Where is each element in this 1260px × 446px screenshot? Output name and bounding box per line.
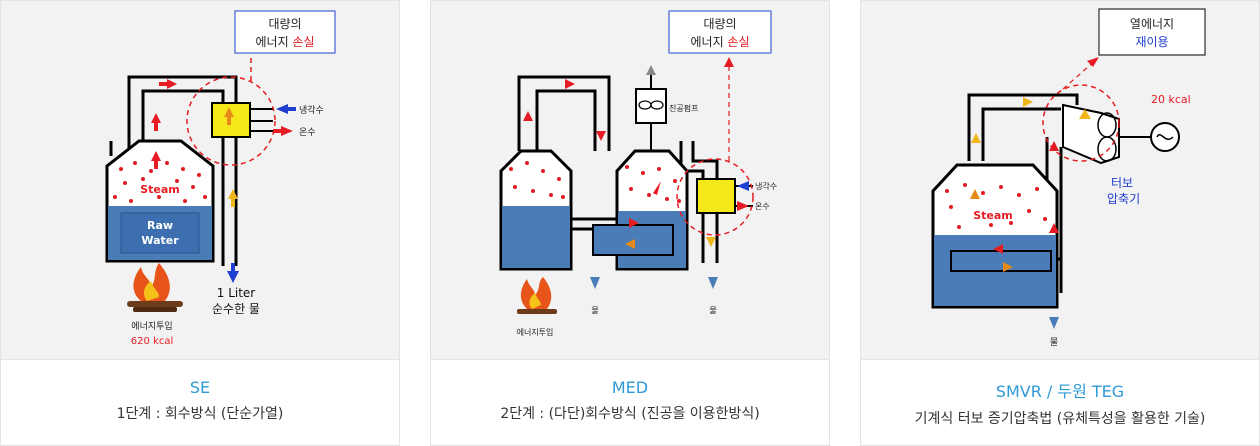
smvr-desc: 기계식 터보 증기압축법 (유체특성을 활용한 기술) bbox=[914, 411, 1206, 427]
callout-line2: 에너지 손실 bbox=[255, 35, 314, 49]
turbine-icon bbox=[1062, 103, 1153, 165]
callout-line1: 열에너지 bbox=[1130, 17, 1174, 31]
energy-input-label: 에너지투입 bbox=[131, 320, 172, 332]
arrow-icon bbox=[523, 57, 749, 289]
energy-kcal: 620 kcal bbox=[131, 336, 173, 347]
compressor-label: 압축기 bbox=[1107, 192, 1140, 206]
reuse-circle bbox=[1042, 84, 1120, 162]
heat-exchanger bbox=[950, 250, 1052, 272]
water-label: Water bbox=[141, 234, 179, 247]
warm-label: 온수 bbox=[299, 127, 316, 138]
water-label: 물 bbox=[1050, 337, 1058, 348]
panel-smvr: 열에너지 재이용 20 kcal 터보 압축기 Steam 물 SMVR / bbox=[860, 0, 1260, 446]
pump-label: 진공펌프 bbox=[669, 103, 698, 113]
se-title: SE bbox=[189, 378, 211, 397]
smvr-title: SMVR / 두원 TEG bbox=[995, 382, 1125, 401]
se-desc: 1단계 : 회수방식 (단순가열) bbox=[116, 406, 284, 422]
warm-label: 온수 bbox=[755, 202, 770, 211]
med-diagram-svg: 진공펌프 대량의 에너지 손실 bbox=[499, 10, 777, 337]
water-right-label: 물 bbox=[709, 306, 716, 315]
steam-dots bbox=[113, 161, 207, 203]
steam-dots bbox=[509, 161, 681, 203]
arrow-icon bbox=[151, 79, 296, 283]
steam-label: Steam bbox=[973, 209, 1013, 222]
loss-circle bbox=[676, 158, 754, 236]
turbo-label: 터보 bbox=[1111, 176, 1133, 190]
arrow-icon bbox=[970, 57, 1099, 329]
cooling-label: 냉각수 bbox=[755, 181, 777, 191]
kcal-label: 20 kcal bbox=[1151, 93, 1191, 106]
cooling-label: 냉각수 bbox=[299, 104, 324, 116]
se-diagram-svg: 대량의 에너지 손실 냉각수 온수 Steam Raw Water 1 Lite… bbox=[105, 10, 336, 347]
water-left-label: 물 bbox=[591, 306, 598, 315]
output-amount: 1 Liter bbox=[217, 286, 256, 300]
generator-icon bbox=[1150, 122, 1180, 152]
callout-line1: 대량의 bbox=[268, 17, 301, 31]
raw-label: Raw bbox=[147, 219, 173, 232]
energy-input-label: 에너지투입 bbox=[517, 327, 554, 337]
se-caption: SE 1단계 : 회수방식 (단순가열) bbox=[0, 360, 400, 446]
pipe-network bbox=[109, 75, 238, 266]
condenser bbox=[696, 178, 736, 214]
water-left bbox=[502, 206, 570, 268]
se-diagram: 대량의 에너지 손실 냉각수 온수 Steam Raw Water 1 Lite… bbox=[0, 0, 400, 360]
steam-label: Steam bbox=[140, 183, 180, 196]
raw-water-box bbox=[120, 212, 200, 254]
loss-callout bbox=[668, 10, 772, 54]
callout-line2: 에너지 손실 bbox=[690, 35, 749, 49]
smvr-diagram: 열에너지 재이용 20 kcal 터보 압축기 Steam 물 bbox=[860, 0, 1260, 360]
callout-line2: 재이용 bbox=[1135, 35, 1168, 49]
panel-se: 대량의 에너지 손실 냉각수 온수 Steam Raw Water 1 Lite… bbox=[0, 0, 400, 446]
loss-circle bbox=[186, 76, 276, 166]
med-title: MED bbox=[611, 378, 649, 397]
med-desc: 2단계 : (다단)회수방식 (진공을 이용한방식) bbox=[500, 406, 760, 422]
smvr-caption: SMVR / 두원 TEG 기계식 터보 증기압축법 (유체특성을 활용한 기술… bbox=[860, 360, 1260, 446]
smvr-diagram-svg: 열에너지 재이용 20 kcal 터보 압축기 Steam 물 bbox=[931, 8, 1206, 348]
fire-icon bbox=[127, 263, 183, 312]
panel-med: 진공펌프 대량의 에너지 손실 bbox=[430, 0, 830, 446]
med-diagram: 진공펌프 대량의 에너지 손실 bbox=[430, 0, 830, 360]
callout-line1: 대량의 bbox=[703, 17, 736, 31]
reuse-callout bbox=[1098, 8, 1206, 56]
fire-icon bbox=[517, 277, 557, 314]
med-caption: MED 2단계 : (다단)회수방식 (진공을 이용한방식) bbox=[430, 360, 830, 446]
steam-dots bbox=[945, 183, 1047, 229]
output-pure-water: 순수한 물 bbox=[212, 302, 260, 316]
loss-callout bbox=[234, 10, 336, 54]
fan-icon bbox=[638, 100, 664, 110]
